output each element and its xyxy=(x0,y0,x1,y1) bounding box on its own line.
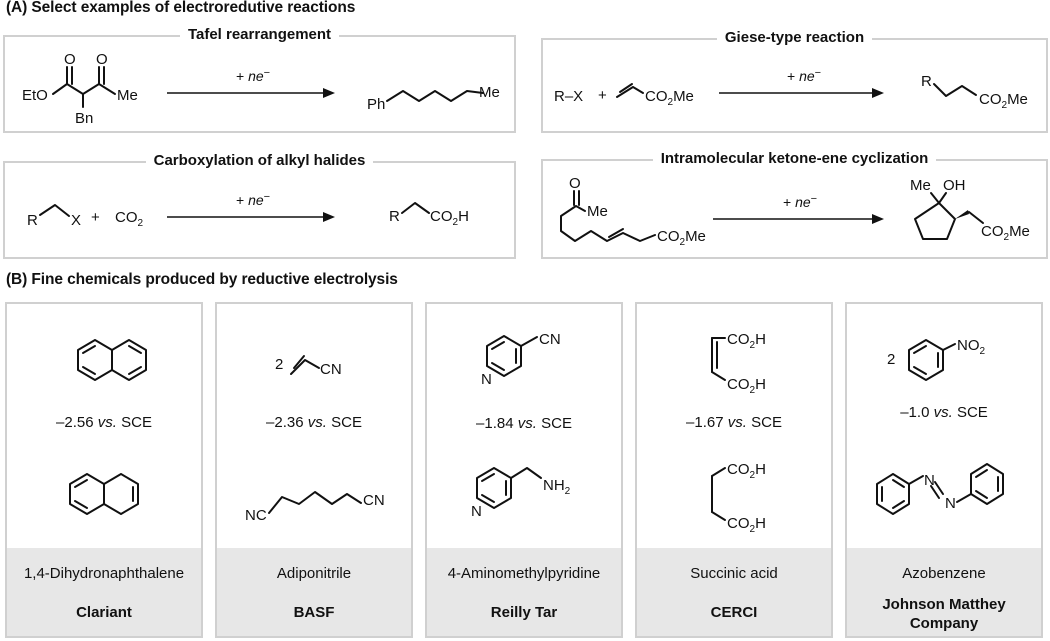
card4-co2h-d: CO2H xyxy=(727,515,766,535)
card4-footer: Succinic acid CERCI xyxy=(637,548,831,636)
cyc-product-me: Me xyxy=(910,177,931,194)
card5-product-name: Azobenzene xyxy=(902,565,986,582)
card3-n2: N xyxy=(471,503,482,520)
card1-structures xyxy=(69,339,147,515)
cyc-product-oh: OH xyxy=(943,177,966,194)
cyclization-title: Intramolecular ketone-ene cyclization xyxy=(652,150,937,167)
giese-product-co2me: CO2Me xyxy=(979,91,1028,111)
giese-title: Giese-type reaction xyxy=(716,29,873,46)
card3-cn: CN xyxy=(539,331,561,348)
cyc-co2me: CO2Me xyxy=(657,228,706,248)
carbox-x: X xyxy=(71,212,81,229)
carbox-product-co2h: CO2H xyxy=(430,208,469,228)
card-dihydronaphthalene: –2.56 vs. SCE 1,4-Dihydronaphthalene Cla… xyxy=(5,302,203,638)
card5-n2: N xyxy=(945,495,956,512)
carbox-plus: + xyxy=(91,209,100,226)
tafel-eto: EtO xyxy=(22,87,48,104)
card4-potential: –1.67 vs. SCE xyxy=(686,414,782,431)
tafel-rearrangement-box: Tafel rearrangement O O EtO Me Bn + ne− … xyxy=(3,26,516,133)
cyc-arrow-label: + ne− xyxy=(783,193,817,210)
card2-potential: –2.36 vs. SCE xyxy=(266,414,362,431)
card2-cn2: CN xyxy=(363,492,385,509)
card2-cn: CN xyxy=(320,361,342,378)
carbox-product-r: R xyxy=(389,208,400,225)
card3-potential: –1.84 vs. SCE xyxy=(476,415,572,432)
card2-product-name: Adiponitrile xyxy=(276,565,352,582)
card2-nc: NC xyxy=(245,507,267,524)
card3-company: Reilly Tar xyxy=(490,604,558,621)
tafel-o1: O xyxy=(64,51,76,68)
tafel-me: Me xyxy=(117,87,138,104)
card5-no2: NO2 xyxy=(957,337,986,357)
card5-n1: N xyxy=(924,472,935,489)
card2-structures: 2 CN NC CN xyxy=(245,355,385,524)
carbox-co2: CO2 xyxy=(115,209,144,229)
giese-rx: R–X xyxy=(554,88,583,105)
card3-structures: CN N N NH2 xyxy=(471,331,571,520)
card3-n1: N xyxy=(481,371,492,388)
card-azobenzene: 2 NO2 N N –1.0 vs. SCE Azobenzene Johnso… xyxy=(845,302,1043,638)
card1-company: Clariant xyxy=(76,604,132,621)
carbox-arrow-label: + ne− xyxy=(236,191,270,208)
tafel-arrow-label: + ne− xyxy=(236,67,270,84)
giese-reaction-box: Giese-type reaction R–X + CO2Me + ne− R … xyxy=(541,29,1048,133)
card5-structures: 2 NO2 N N xyxy=(876,337,1004,515)
giese-product-r: R xyxy=(921,73,932,90)
card-adiponitrile: 2 CN NC CN –2.36 vs. SCE Adiponitrile BA… xyxy=(215,302,413,638)
card2-footer: Adiponitrile BASF xyxy=(217,548,411,636)
cyclization-scheme: O Me CO2Me + ne− Me OH CO2Me xyxy=(560,175,1030,248)
card2-company: BASF xyxy=(293,604,335,621)
card-aminomethylpyridine: CN N N NH2 –1.84 vs. SCE 4-Aminomethylpy… xyxy=(425,302,623,638)
card2-coef: 2 xyxy=(275,356,283,373)
carboxylation-title: Carboxylation of alkyl halides xyxy=(145,152,374,169)
cyc-o: O xyxy=(569,175,581,192)
tafel-product-me: Me xyxy=(479,84,500,101)
tafel-scheme: O O EtO Me Bn + ne− Ph Me xyxy=(22,51,500,127)
giese-co2me: CO2Me xyxy=(645,88,694,108)
card1-footer: 1,4-Dihydronaphthalene Clariant xyxy=(7,548,201,636)
card3-product-name: 4-Aminomethylpyridine xyxy=(447,565,601,582)
giese-plus: + xyxy=(598,87,607,104)
tafel-ph: Ph xyxy=(367,96,385,113)
card4-co2h-c: CO2H xyxy=(727,461,766,481)
card4-structures: CO2H CO2H CO2H CO2H xyxy=(711,331,766,535)
tafel-o2: O xyxy=(96,51,108,68)
card4-company: CERCI xyxy=(710,604,758,621)
section-a-title: (A) Select examples of electroredutive r… xyxy=(6,0,356,16)
cyclization-box: Intramolecular ketone-ene cyclization O … xyxy=(541,150,1048,259)
carboxylation-box: Carboxylation of alkyl halides R X + CO2… xyxy=(3,152,516,259)
card4-product-name: Succinic acid xyxy=(690,565,778,582)
giese-arrow-label: + ne− xyxy=(787,67,821,84)
card4-co2h-b: CO2H xyxy=(727,376,766,396)
card1-product-name: 1,4-Dihydronaphthalene xyxy=(23,565,185,582)
card5-company: Johnson Matthey Company xyxy=(882,596,1006,632)
card-succinic-acid: CO2H CO2H CO2H CO2H –1.67 vs. SCE Succin… xyxy=(635,302,833,638)
card3-nh2: NH2 xyxy=(543,477,571,497)
cyc-product-co2me: CO2Me xyxy=(981,223,1030,243)
section-b-title: (B) Fine chemicals produced by reductive… xyxy=(6,271,398,288)
card5-potential: –1.0 vs. SCE xyxy=(900,404,988,421)
giese-scheme: R–X + CO2Me + ne− R CO2Me xyxy=(554,67,1028,111)
card5-coef: 2 xyxy=(887,351,895,368)
card4-co2h-a: CO2H xyxy=(727,331,766,351)
card1-potential: –2.56 vs. SCE xyxy=(56,414,152,431)
card5-footer: Azobenzene Johnson Matthey Company xyxy=(847,548,1041,636)
cyc-me: Me xyxy=(587,203,608,220)
tafel-title: Tafel rearrangement xyxy=(179,26,340,43)
card3-footer: 4-Aminomethylpyridine Reilly Tar xyxy=(427,548,621,636)
carboxylation-scheme: R X + CO2 + ne− R CO2H xyxy=(27,191,469,229)
carbox-r: R xyxy=(27,212,38,229)
tafel-bn: Bn xyxy=(75,110,93,127)
